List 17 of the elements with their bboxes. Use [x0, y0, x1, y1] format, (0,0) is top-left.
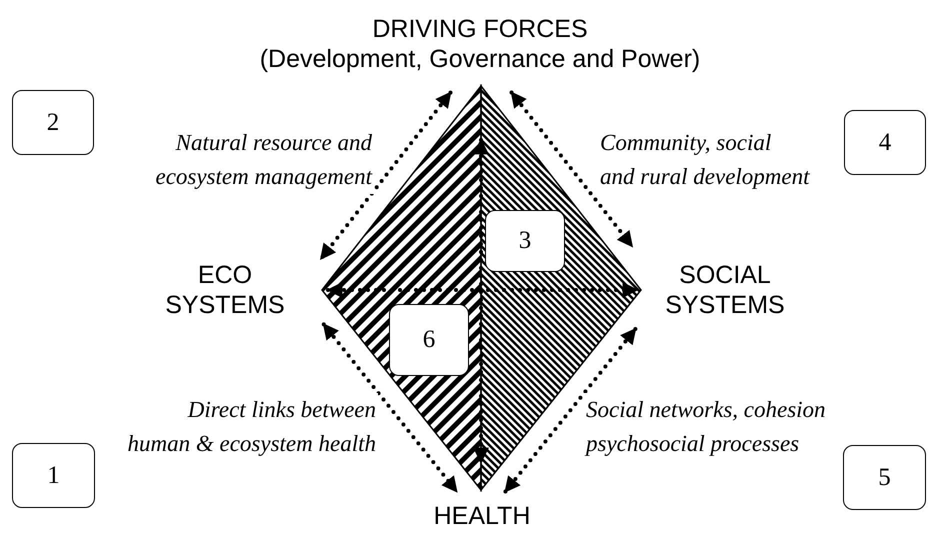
number-box: 6 [389, 304, 469, 376]
double-arrow [322, 322, 459, 494]
heading-label: DRIVING FORCES [372, 14, 588, 44]
double-arrow [503, 327, 638, 494]
double-arrow [318, 90, 452, 261]
number-box: 1 [12, 443, 95, 508]
node-label: ECO SYSTEMS [164, 260, 286, 320]
number-box: 4 [844, 110, 926, 175]
node-label: HEALTH [434, 501, 530, 531]
double-arrow [510, 90, 634, 248]
node-label: SOCIAL SYSTEMS [664, 260, 786, 320]
double-arrow [473, 138, 489, 464]
number-box: 2 [12, 90, 94, 155]
heading-label: (Development, Governance and Power) [260, 44, 700, 74]
number-box: 5 [843, 445, 926, 510]
number-box: 3 [485, 210, 565, 272]
double-arrow [326, 282, 639, 298]
